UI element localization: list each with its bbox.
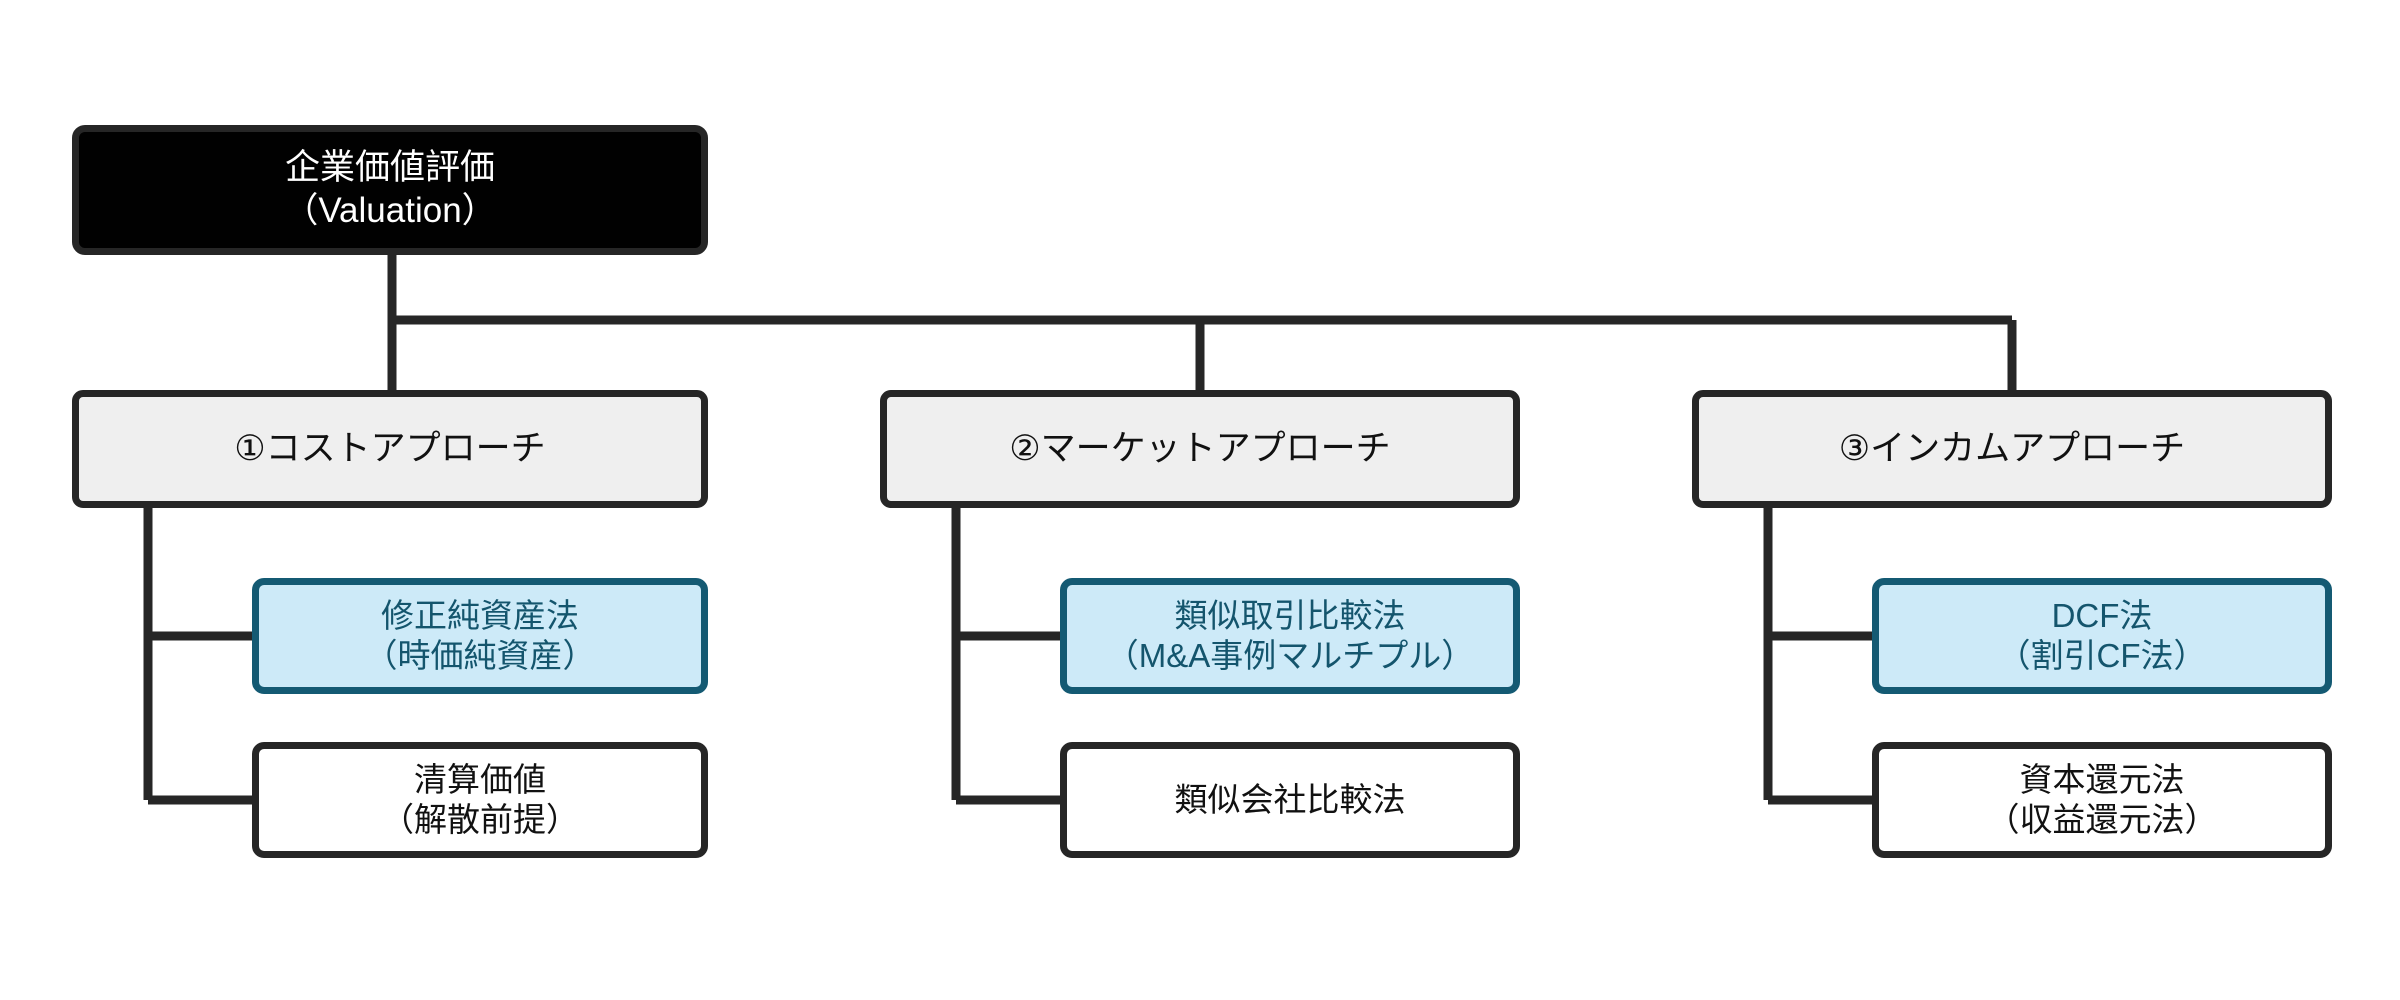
category-node-cost-approach[interactable]: ①コストアプローチ xyxy=(72,390,708,508)
leaf-node-comparable-companies[interactable]: 類似会社比較法 xyxy=(1060,742,1520,858)
leaf-node-comparable-transactions-line2: （M&A事例マルチプル） xyxy=(1105,637,1475,674)
leaf-node-dcf-line1: DCF法 xyxy=(2051,596,2153,634)
category-node-market-approach-label: ②マーケットアプローチ xyxy=(1009,428,1391,468)
leaf-node-liquidation-value-line1: 清算価値 xyxy=(414,760,546,798)
leaf-node-adjusted-net-asset[interactable]: 修正純資産法 （時価純資産） xyxy=(252,578,708,694)
leaf-node-dcf-line2: （割引CF法） xyxy=(1997,637,2207,674)
leaf-node-adjusted-net-asset-line1: 修正純資産法 xyxy=(381,596,579,634)
leaf-node-comparable-transactions[interactable]: 類似取引比較法 （M&A事例マルチプル） xyxy=(1060,578,1520,694)
leaf-node-capitalization-line1: 資本還元法 xyxy=(2019,760,2185,798)
root-node-line1: 企業価値評価 xyxy=(284,148,495,188)
leaf-node-comparable-companies-line1: 類似会社比較法 xyxy=(1174,780,1406,818)
leaf-node-liquidation-value-line2: （解散前提） xyxy=(381,801,579,838)
category-node-market-approach[interactable]: ②マーケットアプローチ xyxy=(880,390,1520,508)
leaf-node-comparable-transactions-line1: 類似取引比較法 xyxy=(1174,596,1406,634)
leaf-node-capitalization-line2: （収益還元法） xyxy=(1986,801,2218,838)
category-node-income-approach-label: ③インカムアプローチ xyxy=(1838,428,2186,468)
root-node-valuation[interactable]: 企業価値評価 （Valuation） xyxy=(72,125,708,255)
category-node-income-approach[interactable]: ③インカムアプローチ xyxy=(1692,390,2332,508)
leaf-node-dcf[interactable]: DCF法 （割引CF法） xyxy=(1872,578,2332,694)
leaf-node-adjusted-net-asset-line2: （時価純資産） xyxy=(364,637,596,674)
leaf-node-capitalization[interactable]: 資本還元法 （収益還元法） xyxy=(1872,742,2332,858)
leaf-node-liquidation-value[interactable]: 清算価値 （解散前提） xyxy=(252,742,708,858)
root-node-line2: （Valuation） xyxy=(283,191,497,230)
category-node-cost-approach-label: ①コストアプローチ xyxy=(234,428,546,468)
